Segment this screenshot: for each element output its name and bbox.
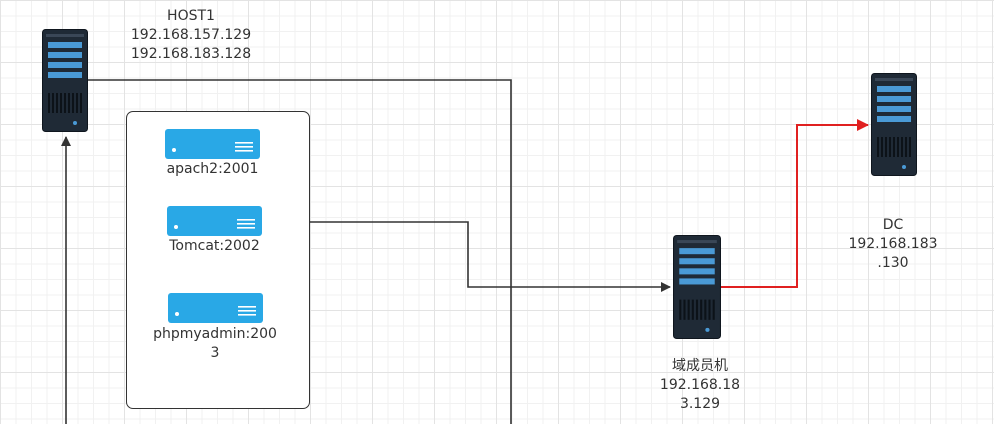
service-tomcat-label: Tomcat:2002	[169, 238, 260, 254]
server-tower-icon	[871, 73, 917, 176]
domain-member-label: 域成员机 192.168.18 3.129	[640, 357, 760, 414]
dc-label: DC 192.168.183 .130	[833, 216, 953, 273]
service-phpmyadmin-label-1: phpmyadmin:200	[153, 326, 277, 342]
link-host1-down	[86, 79, 512, 424]
server-rack-unit-icon	[168, 293, 263, 323]
service-phpmyadmin[interactable]	[168, 293, 263, 323]
dc-server[interactable]	[871, 73, 917, 176]
container-group	[126, 111, 310, 409]
server-rack-unit-icon	[165, 129, 260, 159]
dc-name: DC	[882, 217, 904, 233]
host1-server[interactable]	[42, 29, 88, 132]
domain-member-server[interactable]	[673, 235, 721, 339]
dc-ip-1: 192.168.183	[848, 236, 938, 252]
host1-ip-2: 192.168.183.128	[130, 46, 252, 62]
service-apach2-label: apach2:2001	[166, 161, 259, 177]
dc-ip-2: .130	[877, 255, 909, 271]
domain-member-ip-1: 192.168.18	[659, 377, 741, 393]
domain-member-name: 域成员机	[672, 358, 728, 374]
service-apach2[interactable]	[165, 129, 260, 159]
domain-member-ip-2: 3.129	[679, 396, 721, 412]
link-tomcat-to-member	[262, 221, 671, 292]
host1-ip-1: 192.168.157.129	[130, 27, 252, 43]
server-rack-unit-icon	[167, 206, 262, 236]
server-tower-icon	[673, 235, 721, 339]
link-member-to-dc	[720, 119, 869, 288]
service-phpmyadmin-label: phpmyadmin:200 3	[140, 325, 290, 363]
host1-label: HOST1 192.168.157.129 192.168.183.128	[108, 7, 274, 64]
service-phpmyadmin-label-2: 3	[210, 345, 220, 361]
service-tomcat[interactable]	[167, 206, 262, 236]
host1-name: HOST1	[167, 8, 215, 24]
server-tower-icon	[42, 29, 88, 132]
